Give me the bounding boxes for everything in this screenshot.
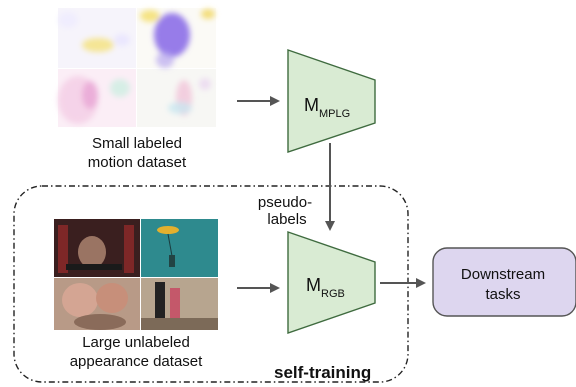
downstream-tasks-label-line1: Downstream — [461, 266, 545, 283]
appearance-dataset-image — [54, 219, 218, 330]
appearance-dataset-label-line2: appearance dataset — [70, 353, 203, 370]
appearance-dataset-label-line1: Large unlabeled — [82, 334, 190, 351]
model-mplg-label: MMPLG — [304, 95, 350, 120]
model-mplg-node — [287, 49, 376, 153]
model-rgb-label: MRGB — [306, 275, 345, 300]
model-rgb-node — [287, 231, 376, 334]
motion-dataset-image — [58, 8, 216, 127]
pseudo-labels-line2: labels — [267, 211, 306, 228]
self-training-region — [13, 185, 409, 383]
self-training-label: self-training — [274, 363, 371, 382]
downstream-tasks-node — [432, 247, 576, 317]
motion-dataset-label-line1: Small labeled — [92, 135, 182, 152]
downstream-tasks-label-line2: tasks — [485, 286, 520, 303]
pseudo-labels-line1: pseudo- — [258, 194, 312, 211]
motion-dataset-label-line2: motion dataset — [88, 154, 187, 171]
